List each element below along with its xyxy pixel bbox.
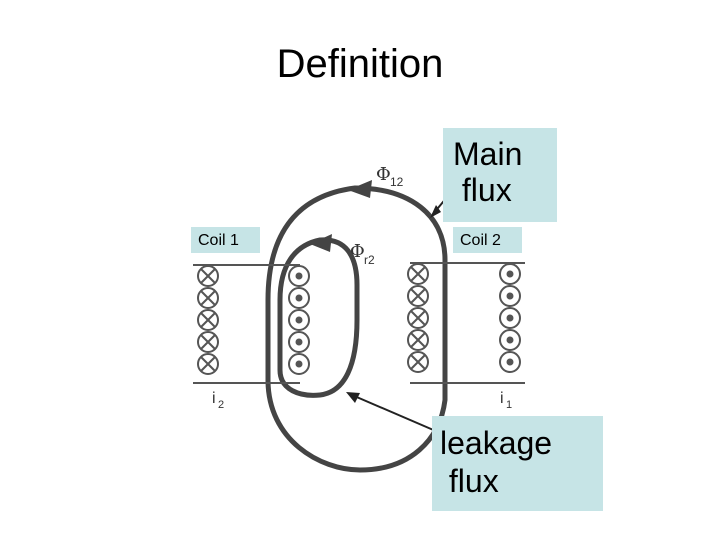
coil2-dot-column — [499, 263, 521, 373]
phir2-symbol: Φ — [350, 241, 365, 262]
coil1-wires — [193, 264, 300, 384]
i2-symbol: i — [212, 390, 216, 407]
main-flux-arrow-head — [348, 180, 372, 198]
coil1-cross-column — [197, 265, 219, 375]
phi12-symbol: Φ — [376, 164, 391, 185]
i1-symbol: i — [500, 390, 504, 407]
coil2-label: Coil 2 — [453, 227, 522, 253]
i1-subscript: 1 — [506, 399, 512, 411]
page-title: Definition — [276, 42, 444, 86]
main-flux-callout: Main flux — [443, 128, 557, 222]
phi12-subscript: 12 — [390, 175, 404, 189]
leakage-label-line1: leakage — [440, 425, 553, 461]
coil2-wires — [410, 262, 525, 384]
main-flux-label-line2: flux — [453, 172, 512, 208]
coil1-label: Coil 1 — [191, 227, 260, 253]
leakage-pointer-head — [346, 392, 360, 403]
coil1-dot-column — [288, 265, 310, 375]
main-flux-label-line1: Main — [453, 136, 523, 172]
leakage-flux-arrow-head — [310, 234, 332, 252]
leakage-pointer — [351, 394, 446, 436]
leakage-flux-loop — [277, 237, 360, 398]
phir2-subscript: r2 — [364, 253, 375, 267]
leakage-flux-callout: leakage flux — [432, 416, 603, 511]
coil2-cross-column — [407, 263, 429, 373]
main-flux-loop — [265, 185, 448, 473]
leakage-label-line2: flux — [440, 463, 499, 499]
i2-subscript: 2 — [218, 399, 224, 411]
main-flux-pointer-head — [430, 205, 441, 218]
